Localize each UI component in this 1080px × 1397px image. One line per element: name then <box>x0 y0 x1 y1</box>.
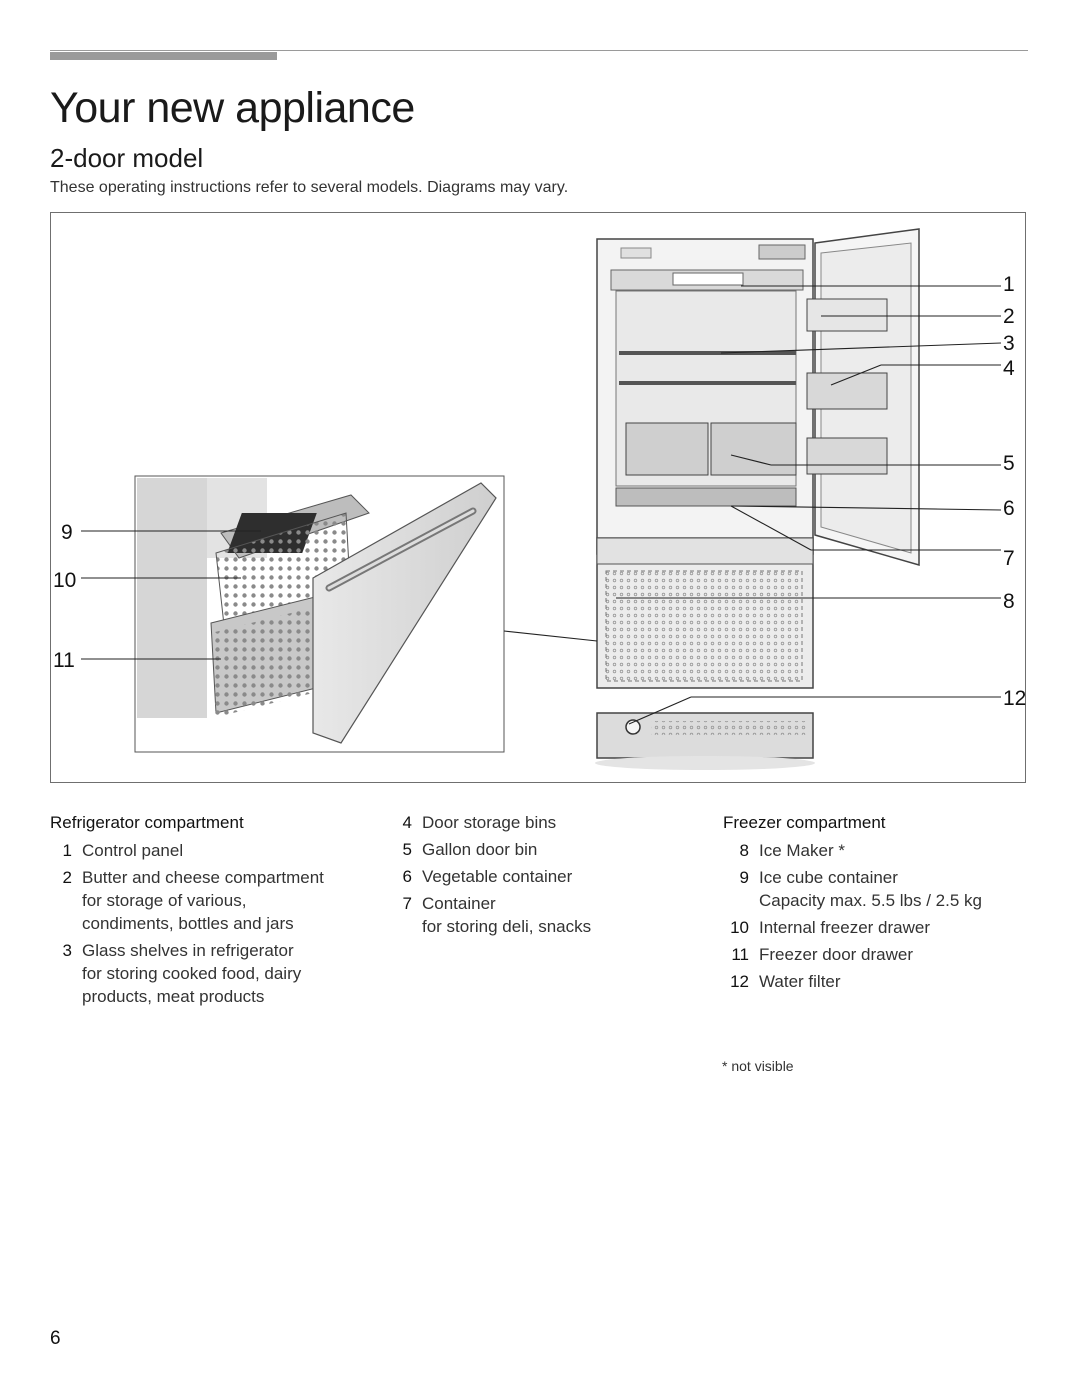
section-title: 2-door model <box>50 143 204 173</box>
legend-number: 11 <box>731 945 749 964</box>
legend-text: Gallon door bin <box>422 840 538 859</box>
legend-text: products, meat products <box>82 987 265 1006</box>
legend-number: 6 <box>402 867 412 886</box>
legend-item: 8 Ice Maker * <box>723 839 1043 862</box>
callout-numbers: 1 2 3 4 5 6 7 8 9 10 11 12 <box>53 273 1026 710</box>
legend-text: Butter and cheese compartment <box>82 868 324 887</box>
legend-item: 10 Internal freezer drawer <box>723 916 1043 939</box>
legend-refrigerator: Refrigerator compartment 1 Control panel… <box>50 811 380 1012</box>
page-title: Your new appliance <box>50 84 415 132</box>
legend-text: Capacity max. 5.5 lbs / 2.5 kg <box>759 891 982 910</box>
callout-2: 2 <box>1003 305 1015 328</box>
freezer-drawer-inset <box>134 475 505 753</box>
legend-text: Ice Maker * <box>759 841 845 860</box>
freezer-heading: Freezer compartment <box>723 813 886 832</box>
legend-number: 12 <box>730 972 749 991</box>
legend-item: 5 Gallon door bin <box>399 838 699 861</box>
page-number: 6 <box>50 1328 61 1349</box>
legend-item: 12 Water filter <box>723 970 1043 993</box>
legend-text: condiments, bottles and jars <box>82 914 294 933</box>
callout-4: 4 <box>1003 357 1015 380</box>
legend-freezer: Freezer compartment 8 Ice Maker * 9 Ice … <box>723 811 1043 997</box>
callout-leaders <box>81 285 1002 725</box>
intro-text: These operating instructions refer to se… <box>50 179 569 196</box>
legend-number: 8 <box>739 841 749 860</box>
callout-5: 5 <box>1003 452 1015 475</box>
legend-text: for storage of various, <box>82 891 247 910</box>
legend-number: 9 <box>739 868 749 887</box>
callout-7: 7 <box>1003 547 1015 570</box>
legend-text: Internal freezer drawer <box>759 918 931 937</box>
appliance-illustration: 1 2 3 4 5 6 7 8 9 10 11 12 <box>53 228 1026 770</box>
legend-item: 3 Glass shelves in refrigerator for stor… <box>50 939 380 1008</box>
legend-text: Container <box>422 894 496 913</box>
legend-text: for storing cooked food, dairy <box>82 964 302 983</box>
callout-12: 12 <box>1003 687 1026 710</box>
legend-text: Glass shelves in refrigerator <box>82 941 294 960</box>
footnote: * not visible <box>722 1058 794 1074</box>
legend-number: 3 <box>62 941 72 960</box>
legend-number: 4 <box>402 813 412 832</box>
legend-text: Control panel <box>82 841 184 860</box>
legend-text: Vegetable container <box>422 867 573 886</box>
legend-item: 4 Door storage bins <box>399 811 699 834</box>
header-rule <box>50 50 1028 51</box>
legend-number: 2 <box>62 868 72 887</box>
legend-item: 1 Control panel <box>50 839 380 862</box>
legend-text: Water filter <box>759 972 841 991</box>
refrigerator-heading: Refrigerator compartment <box>50 813 244 832</box>
legend-number: 5 <box>402 840 412 859</box>
refrigerator-freezer-illustration <box>595 228 920 770</box>
legend-number: 10 <box>730 918 749 937</box>
legend-number: 7 <box>402 894 412 913</box>
callout-10: 10 <box>53 569 76 592</box>
legend-text: Door storage bins <box>422 813 557 832</box>
legend-middle: 4 Door storage bins 5 Gallon door bin 6 … <box>399 811 699 942</box>
legend-text: Freezer door drawer <box>759 945 914 964</box>
callout-11: 11 <box>53 649 75 672</box>
callout-9: 9 <box>61 521 73 544</box>
header-rule-accent <box>50 52 277 60</box>
appliance-diagram: 1 2 3 4 5 6 7 8 9 10 11 12 <box>50 212 1026 783</box>
callout-6: 6 <box>1003 497 1015 520</box>
callout-8: 8 <box>1003 590 1015 613</box>
legend-item: 7 Container for storing deli, snacks <box>399 892 699 938</box>
callout-3: 3 <box>1003 332 1015 355</box>
legend-item: 6 Vegetable container <box>399 865 699 888</box>
callout-1: 1 <box>1003 273 1015 296</box>
legend-item: 11 Freezer door drawer <box>723 943 1043 966</box>
legend-item: 9 Ice cube container Capacity max. 5.5 l… <box>723 866 1043 912</box>
legend-text: for storing deli, snacks <box>422 917 592 936</box>
legend-text: Ice cube container <box>759 868 898 887</box>
legend-item: 2 Butter and cheese compartment for stor… <box>50 866 380 935</box>
legend-number: 1 <box>62 841 72 860</box>
